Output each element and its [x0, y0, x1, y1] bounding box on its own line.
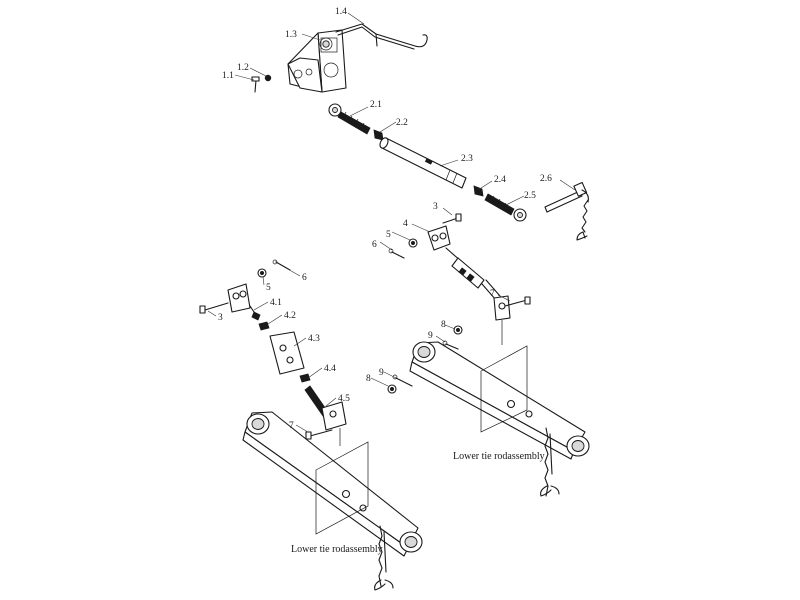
right-lower-tie-rod-assembly: 3 4 5 6 7 8 9 Lower tie rodassembly: [372, 202, 590, 497]
right-callout-3: 3: [433, 202, 438, 212]
part-2-4-nut: [473, 185, 484, 197]
callout-2-2: 2.2: [396, 118, 408, 128]
right-callout-9: 9: [428, 331, 433, 341]
callout-1-2: 1.2: [237, 63, 249, 73]
part-1-3-bracket: [287, 29, 347, 93]
right-callout-4: 4: [403, 219, 408, 229]
right-part-6-linch-pin: [388, 248, 405, 259]
left-callout-7: 7: [289, 421, 294, 431]
right-turnbuckle: [445, 247, 511, 321]
left-assembly-caption: Lower tie rodassembly: [291, 544, 383, 555]
part-1-4-rod: [335, 23, 428, 50]
right-part-9-linch-pin: [442, 340, 459, 350]
left-lower-arm: [242, 411, 423, 557]
right-lower-arm: [409, 341, 590, 460]
part-2-6-pin-chain: [544, 181, 589, 241]
callout-2-4: 2.4: [494, 175, 506, 185]
left-callout-4-3: 4.3: [308, 334, 320, 344]
left-callout-4-5: 4.5: [338, 394, 350, 404]
right-assembly-caption: Lower tie rodassembly: [453, 451, 545, 462]
right-callout-5: 5: [386, 230, 391, 240]
right-callout-8: 8: [441, 320, 446, 330]
left-part-4-2-nut: [258, 321, 270, 331]
part-1-2-nut: [264, 74, 272, 82]
callout-1-1: 1.1: [222, 71, 234, 81]
left-check-chain: [374, 525, 394, 591]
left-lower-tie-rod-assembly: 6 5 4.1 4.2 4.3 4.4 4.5 8 9 3 7 Lower ti…: [199, 259, 423, 591]
callout-2-5: 2.5: [524, 191, 536, 201]
part-2-1-eye-bolt: [328, 103, 371, 135]
callout-2-6: 2.6: [540, 174, 552, 184]
left-callout-3: 3: [218, 313, 223, 323]
right-check-chain: [540, 427, 560, 497]
bracket-assembly: 1.1 1.2 1.3 1.4: [222, 7, 428, 93]
left-part-7-pin: [305, 429, 333, 440]
part-2-5-eye-bolt: [484, 193, 527, 222]
left-part-4-3-tube: [269, 331, 305, 375]
right-reference-plane: [480, 345, 528, 433]
left-callout-4-4: 4.4: [324, 364, 336, 374]
right-callout-6: 6: [372, 240, 377, 250]
left-reference-plane: [315, 441, 369, 535]
left-callout-4-2: 4.2: [284, 311, 296, 321]
left-callout-4-1: 4.1: [270, 298, 282, 308]
left-part-9-linch-pin: [392, 374, 413, 387]
left-part-3-pin: [199, 302, 229, 314]
callout-2-3: 2.3: [461, 154, 473, 164]
left-callout-9: 9: [379, 368, 384, 378]
part-2-2-nut: [373, 129, 384, 141]
left-part-4-5-threaded-end: [304, 385, 347, 431]
top-link-assembly: 2.1 2.2 2.3 2.4 2.5 2.6: [328, 100, 589, 241]
right-part-7-pin: [504, 296, 531, 307]
left-clevis: [227, 283, 251, 313]
left-part-4-4-nut: [299, 373, 311, 383]
callout-1-4: 1.4: [335, 7, 347, 17]
callout-2-1: 2.1: [370, 100, 382, 110]
part-2-3-tube: [379, 137, 467, 189]
right-callout-7: 7: [490, 289, 495, 299]
left-part-4-1-threaded-end: [249, 305, 261, 321]
right-part-4-clevis: [427, 225, 451, 251]
left-callout-8: 8: [366, 374, 371, 384]
left-callout-6: 6: [302, 273, 307, 283]
callout-1-3: 1.3: [285, 30, 297, 40]
part-1-1-bolt: [251, 76, 260, 93]
left-callout-5: 5: [266, 283, 271, 293]
right-part-3-pin: [442, 213, 462, 224]
